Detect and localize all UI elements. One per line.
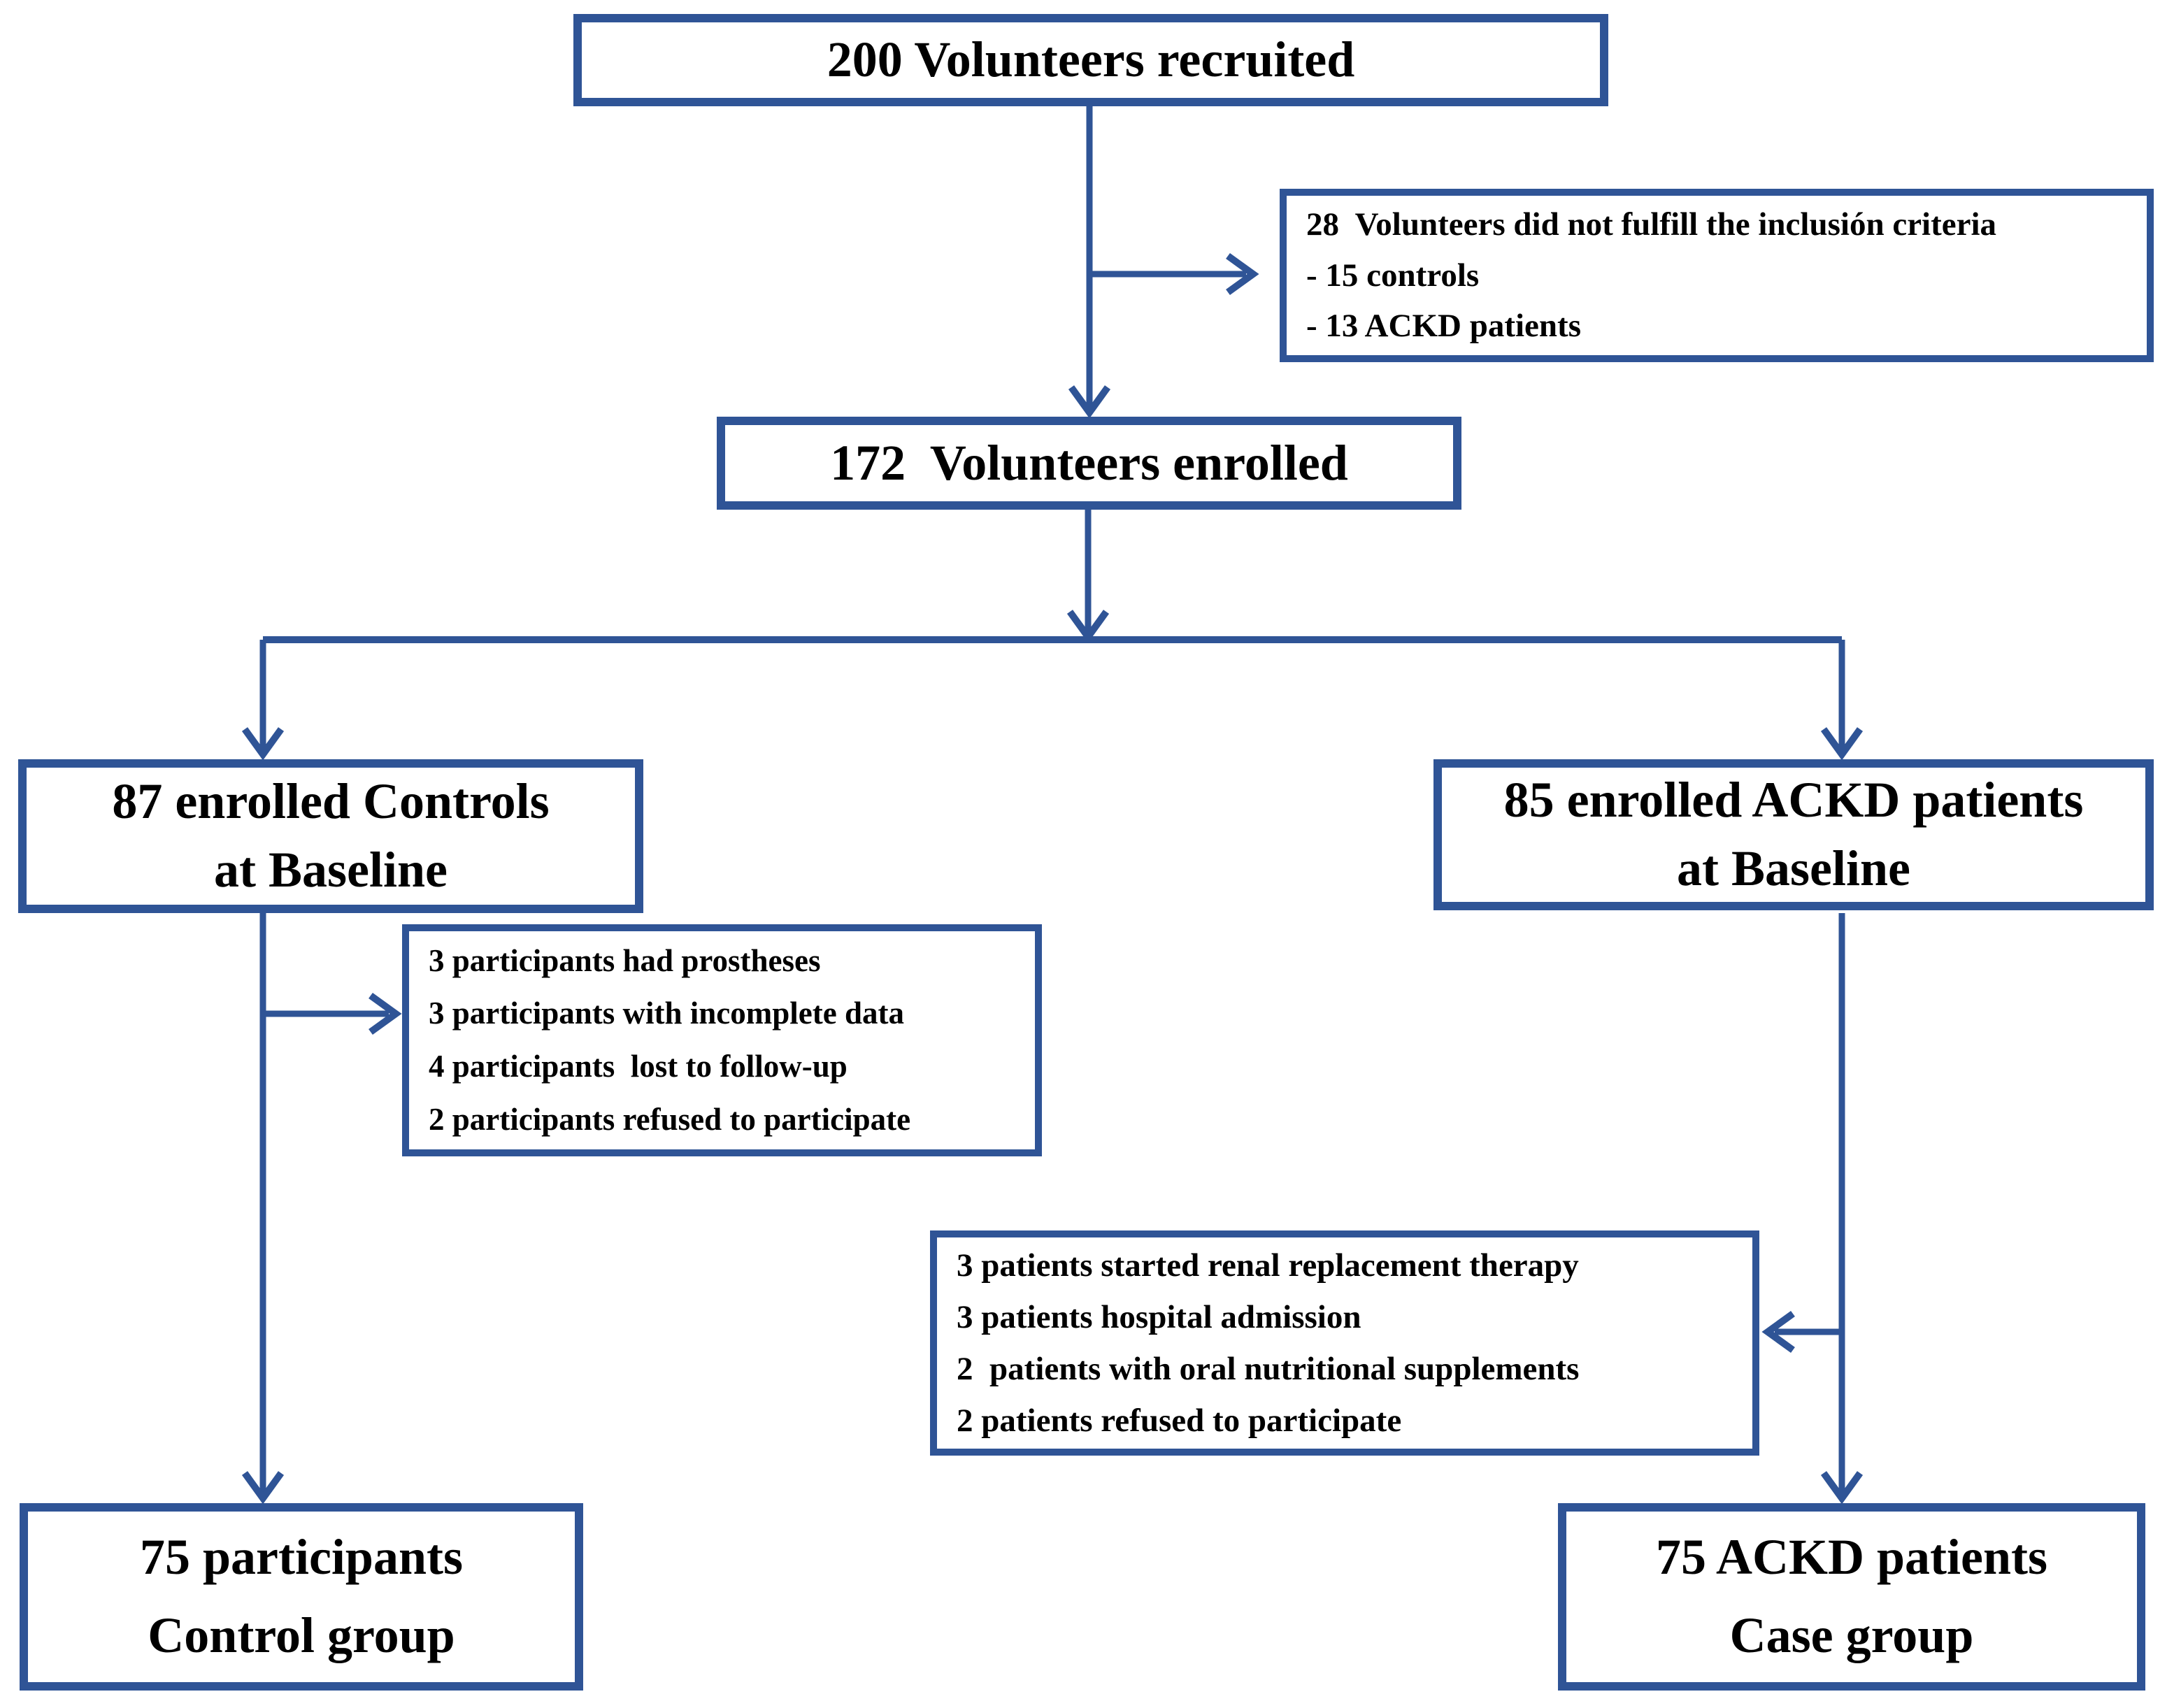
ackd-excluded-item: 2 patients refused to participate [957, 1402, 1402, 1440]
arrow-down-head [1820, 727, 1864, 761]
not-eligible-title: 28 Volunteers did not fulfill the inclus… [1306, 206, 1997, 243]
controls-excluded-item: 2 participants refused to participate [429, 1101, 911, 1137]
arrow-down-head [241, 727, 285, 761]
arrow-right-head [369, 992, 402, 1035]
enrolled-label: 172 Volunteers enrolled [830, 434, 1348, 491]
controls-baseline-label: 87 enrolled Controls [112, 773, 550, 830]
controls-excluded-item: 4 participants lost to follow-up [429, 1049, 848, 1084]
ackd-excluded-box: 3 patients started renal replacement the… [930, 1230, 1759, 1456]
control-group-label: Control group [148, 1607, 455, 1664]
ackd-excluded-item: 3 patients started renal replacement the… [957, 1247, 1579, 1284]
recruited-label: 200 Volunteers recruited [827, 31, 1355, 88]
case-group-box: 75 ACKD patients Case group [1558, 1503, 2145, 1691]
ackd-baseline-box: 85 enrolled ACKD patients at Baseline [1433, 759, 2154, 910]
arrow-down-head [241, 1471, 285, 1505]
controls-baseline-box: 87 enrolled Controls at Baseline [18, 759, 643, 913]
not-eligible-box: 28 Volunteers did not fulfill the inclus… [1280, 189, 2154, 362]
ackd-baseline-label: 85 enrolled ACKD patients [1503, 772, 2084, 828]
recruited-box: 200 Volunteers recruited [573, 14, 1608, 106]
ackd-excluded-item: 2 patients with oral nutritional supplem… [957, 1351, 1580, 1387]
case-group-count: 75 ACKD patients [1655, 1528, 2048, 1585]
ackd-baseline-sublabel: at Baseline [1677, 840, 1910, 896]
controls-excluded-item: 3 participants with incomplete data [429, 996, 904, 1031]
controls-excluded-item: 3 participants had prostheses [429, 942, 821, 978]
enrolled-box: 172 Volunteers enrolled [717, 417, 1461, 510]
arrow-down-head [1068, 385, 1111, 419]
control-group-count: 75 participants [139, 1528, 464, 1585]
controls-baseline-sublabel: at Baseline [214, 842, 448, 898]
case-group-label: Case group [1729, 1607, 1974, 1664]
controls-excluded-box: 3 participants had prostheses 3 particip… [402, 924, 1042, 1156]
arrow-down-head [1820, 1471, 1864, 1505]
arrow-left-head [1761, 1310, 1795, 1354]
not-eligible-item: - 13 ACKD patients [1306, 308, 1581, 345]
not-eligible-item: - 15 controls [1306, 257, 1480, 294]
arrow-right-head [1226, 252, 1259, 296]
ackd-excluded-item: 3 patients hospital admission [957, 1298, 1361, 1335]
control-group-box: 75 participants Control group [20, 1503, 583, 1691]
